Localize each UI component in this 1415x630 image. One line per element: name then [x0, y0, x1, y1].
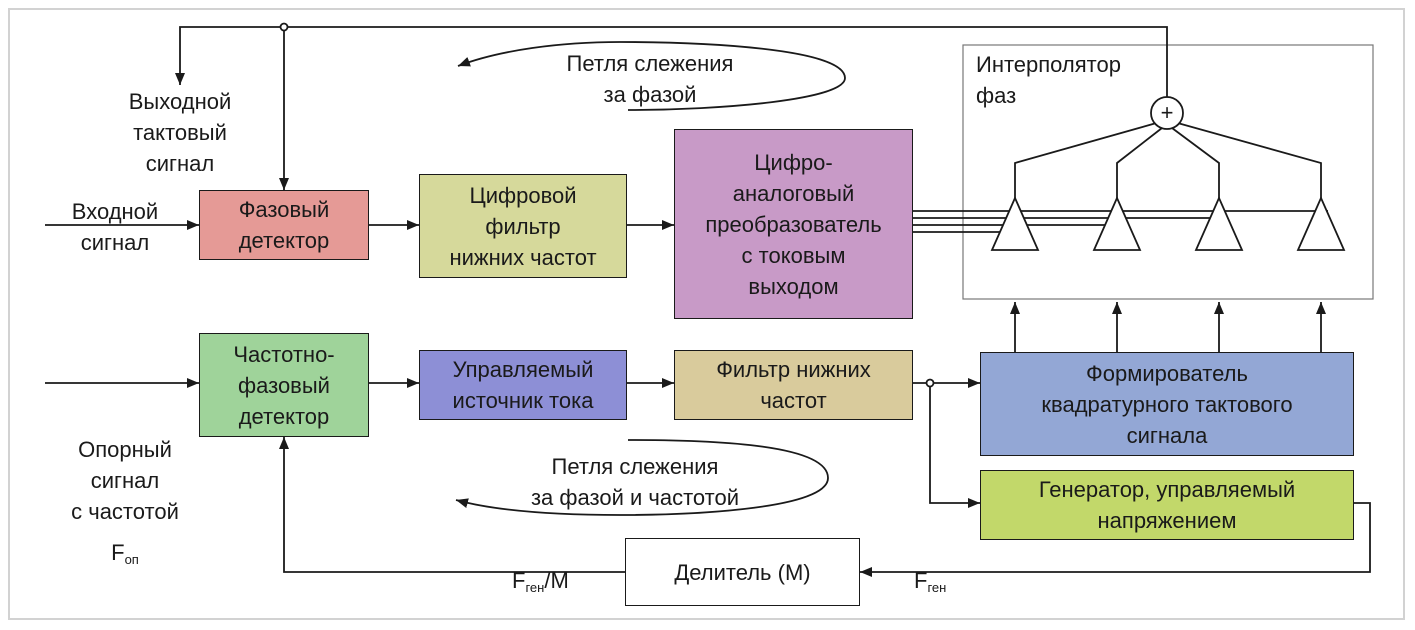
phase-loop-label: Петля слежения за фазой: [566, 51, 734, 107]
fgen-over-m-label: Fген/M: [512, 534, 569, 596]
vco-block: Генератор, управляемый напряжением: [980, 470, 1354, 540]
amp4-to-sum: [1173, 121, 1322, 198]
amplifier-1-icon: [990, 195, 1040, 251]
ref-frequency-sub: оп: [124, 552, 139, 567]
quadrature-former-block: Формирователь квадратурного тактового си…: [980, 352, 1354, 456]
fgen-label: Fген: [914, 534, 946, 596]
freq-phase-detector-block: Частотно- фазовый детектор: [199, 333, 369, 437]
output-clock-arrow: [175, 26, 1168, 97]
amp3-to-sum: [1171, 127, 1220, 198]
divider-block: Делитель (М): [625, 538, 860, 606]
divider-to-fpd-arrow: [279, 437, 625, 573]
amp2-to-sum: [1116, 127, 1163, 198]
phase-detector-block: Фазовый детектор: [199, 190, 369, 260]
ref-frequency-label: Fоп: [60, 506, 190, 568]
dac-block: Цифро- аналоговый преобразователь с токо…: [674, 129, 913, 319]
freq-loop-label: Петля слежения за фазой и частотой: [530, 454, 740, 510]
amplifier-2-icon: [1092, 195, 1142, 251]
digital-lowpass-filter-block: Цифровой фильтр нижних частот: [419, 174, 627, 278]
current-source-block: Управляемый источник тока: [419, 350, 627, 420]
amp1-to-sum: [1014, 121, 1161, 198]
interpolator-frame: [962, 44, 1374, 300]
output-clock-label: Выходной тактовый сигнал: [128, 89, 232, 176]
vco-to-divider-arrow: [860, 502, 1371, 577]
ref-signal-text: Опорный сигнал с частотой: [71, 437, 179, 524]
phase-loop-arrow: [457, 41, 846, 111]
fgen-sub: ген: [927, 580, 947, 595]
junction-dot-2: [925, 378, 935, 388]
plus-sign: +: [1160, 100, 1174, 125]
fgen-over-m-tail: /M: [544, 568, 569, 593]
filter-to-vco-arrow: [929, 383, 980, 508]
lowpass-filter-block: Фильтр нижних частот: [674, 350, 913, 420]
amplifier-4-icon: [1296, 195, 1346, 251]
ref-signal-label: Опорный сигнал с частотой: [60, 403, 190, 527]
fgen-f: F: [914, 568, 928, 593]
freq-loop-arrow: [455, 439, 829, 516]
amplifier-3-icon: [1194, 195, 1244, 251]
fgen-over-m-sub: ген: [525, 580, 545, 595]
fgen-over-m-f: F: [512, 568, 526, 593]
input-signal-label: Входной сигнал: [71, 199, 159, 255]
summing-node-icon: [1150, 96, 1184, 130]
interpolator-label: Интерполятор фаз: [976, 52, 1121, 108]
ref-frequency-f: F: [111, 540, 125, 565]
junction-dot: [279, 22, 289, 32]
